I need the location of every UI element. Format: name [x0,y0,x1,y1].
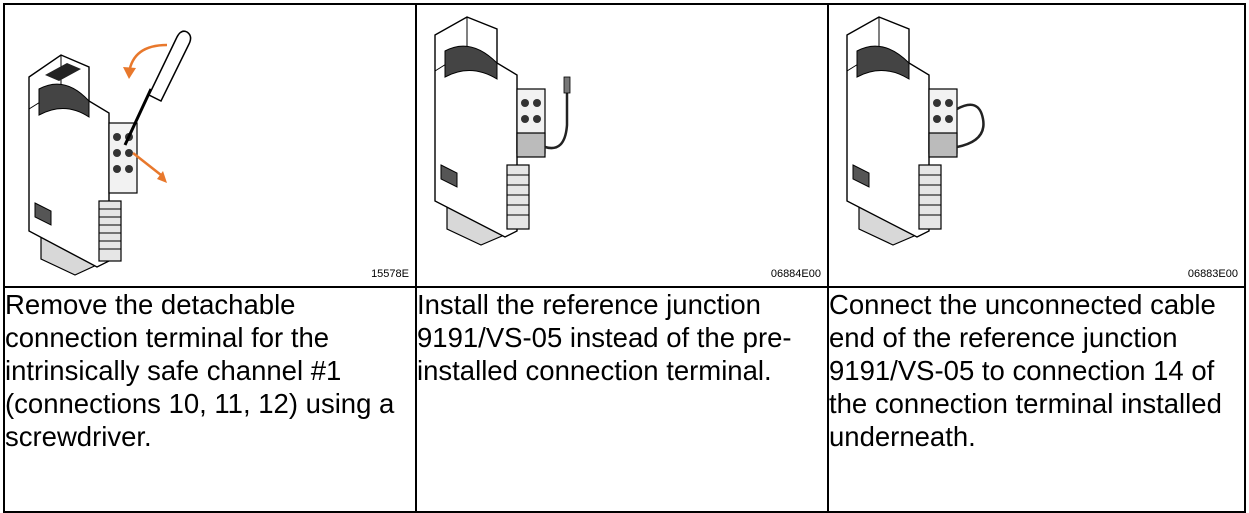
step-1-illustration: 15578E [3,3,417,288]
figure-code: 06883E00 [1187,268,1238,280]
reference-junction-install-illustration-icon [434,16,571,246]
figure-code: 06884E00 [770,268,821,280]
step-1-text: Remove the detachable connection termina… [3,286,417,513]
step-3-text: Connect the unconnected cable end of the… [827,286,1246,513]
figure-code: 15578E [371,268,409,280]
step-2-illustration: 06884E00 [415,3,829,288]
step-3-illustration: 06883E00 [827,3,1246,288]
screwdriver-removal-illustration-icon [28,30,192,276]
step-2-text: Install the reference junction 9191/VS-0… [415,286,829,513]
steps-table: 15578E [3,3,1246,513]
cable-connection-illustration-icon [846,16,985,246]
